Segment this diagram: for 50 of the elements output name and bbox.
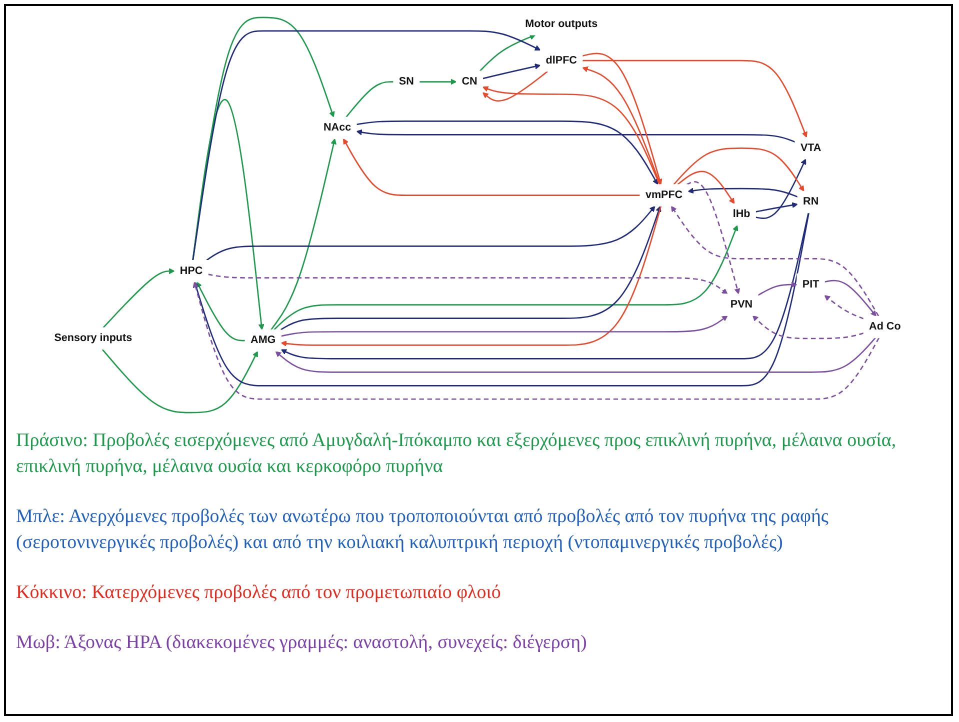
arrow: [343, 138, 640, 196]
arrow: [419, 78, 457, 85]
arrow: [102, 268, 175, 328]
arrow: [356, 120, 658, 185]
node-text: PVN: [730, 298, 753, 310]
arrow: [482, 86, 660, 185]
arrow: [192, 16, 335, 260]
note-text: Πράσινο: Προβολές εισερχόμενες από Αμυγδαλή-Ιπόκαμπο και εξερχόμενες προς επικλινή πυρήνα, μέλαινα ουσία, επικλινή πυρήνα, μέλαινα ουσία και κερκοφόρο πυρήνα: [16, 429, 898, 479]
arrow: [758, 282, 798, 296]
arrow: [280, 212, 810, 360]
node-text: VTA: [800, 142, 822, 154]
arrow: [677, 170, 735, 204]
arrow: [824, 295, 864, 320]
arrow: [482, 70, 548, 102]
arrow: [480, 34, 536, 72]
arrow: [688, 188, 798, 198]
arrow: [193, 212, 810, 386]
arrow: [102, 348, 258, 414]
node-text: NAcc: [324, 122, 352, 134]
arrow: [192, 282, 880, 400]
arrow: [274, 225, 738, 330]
node-text: HPC: [180, 265, 203, 277]
note-text: Μπλε: Ανερχόμενες προβολές των ανωτέρω που τροποποιούνται από προβολές από τον πυρήνα της ραφής (σεροτονινεργικές προβολές) και από την κοιλιακή καλυπτρική περιοχή (ντοπαμινεργικές προβολές): [16, 505, 830, 555]
node-text: SN: [398, 76, 414, 88]
node-text: Sensory inputs: [54, 332, 132, 344]
node-text: dlPFC: [546, 54, 577, 66]
arrow: [196, 282, 246, 342]
arrow: [482, 64, 541, 80]
note-text: Μωβ: Άξονας HPA (διακεκομένες γραμμές: αναστολή, συνεχείς: διέγερση): [16, 631, 588, 655]
node-text: lHb: [732, 208, 750, 220]
arrow: [356, 129, 796, 143]
arrow: [824, 280, 876, 317]
arrow: [192, 30, 541, 260]
note-text: Κόκκινο: Κατερχόμενες προβολές από τον προμετωπιαίο φλοιό: [16, 581, 502, 605]
arrow: [755, 202, 798, 212]
arrow: [270, 138, 336, 330]
connector: [346, 81, 394, 118]
arrow: [206, 206, 656, 261]
arrow: [755, 158, 806, 220]
arrow: [192, 100, 264, 330]
arrow: [582, 60, 808, 138]
node-text: RN: [803, 196, 819, 208]
arrow: [752, 315, 864, 340]
arrow: [673, 147, 804, 192]
arrow: [686, 181, 740, 294]
arrow: [280, 315, 728, 337]
node-text: Motor outputs: [525, 18, 598, 30]
node-text: CN: [462, 76, 478, 88]
arrow: [208, 274, 728, 294]
arrow: [275, 337, 876, 373]
